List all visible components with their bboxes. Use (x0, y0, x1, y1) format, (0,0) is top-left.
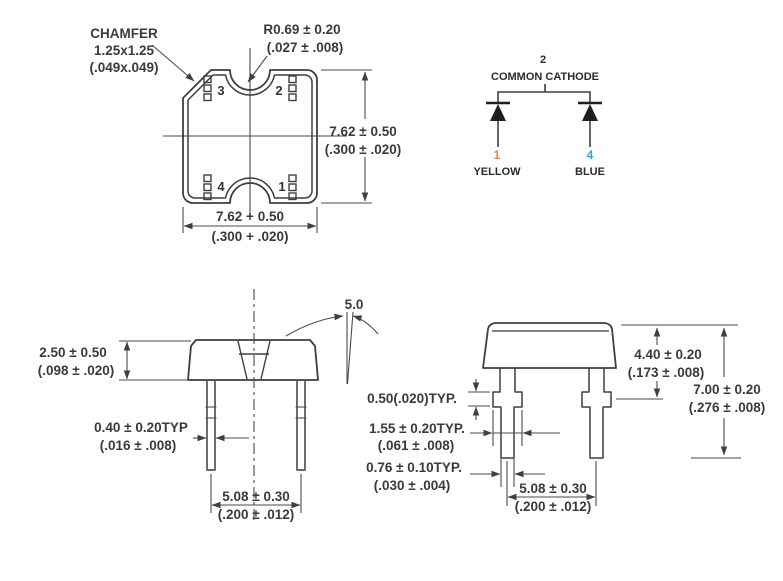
anode-4-number: 4 (587, 148, 594, 162)
top-view: 3 2 4 1 CHAMFER 1.25x1.25 (.049x.049) R0… (89, 22, 401, 244)
chamfer-label-line3: (.049x.049) (89, 60, 158, 75)
height-dim-mm: 7.62 ± 0.50 (329, 124, 396, 139)
side-view: 0.50(.020)TYP. 1.55 ± 0.20TYP. (.061 ± .… (366, 322, 765, 514)
side-pitch-mm: 5.08 ± 0.30 (519, 481, 586, 496)
draft-angle-value: 5.0 (345, 297, 364, 312)
front-view: 2.50 ± 0.50 (.098 ± .020) 5.0 0.40 ± 0.2… (38, 289, 379, 524)
chamfer-leader-line (151, 44, 195, 82)
side-pitch-in: (.200 ± .012) (515, 499, 591, 514)
front-body-height-dimension: 2.50 ± 0.50 (.098 ± .020) (38, 340, 191, 381)
common-cathode-label: COMMON CATHODE (491, 71, 599, 83)
tab-width-in: (.061 ± .008) (378, 438, 454, 453)
side-lead-right (581, 368, 612, 459)
radius-label-line1: R0.69 ± 0.20 (263, 22, 340, 37)
front-lead-pitch-dimension: 5.08 ± 0.30 (.200 ± .012) (210, 474, 302, 522)
front-pitch-mm: 5.08 ± 0.30 (222, 489, 289, 504)
front-leads (205, 381, 307, 471)
side-standoff-dimension: 0.50(.020)TYP. (367, 379, 490, 420)
overall-height-in: (.276 ± .008) (689, 400, 765, 415)
side-body-height-in: (.173 ± .008) (628, 365, 704, 380)
pin-4-label: 4 (217, 179, 225, 194)
schematic-pin2-label: 2 (540, 54, 546, 66)
tab-width-mm: 1.55 ± 0.20TYP. (369, 421, 465, 436)
top-view-height-dimension: 7.62 ± 0.50 (.300 ± .020) (321, 69, 401, 204)
side-body-height-mm: 4.40 ± 0.20 (634, 347, 701, 362)
side-lead-thickness-dimension: 0.76 ± 0.10TYP. (.030 ± .004) (366, 455, 545, 493)
chamfer-callout: CHAMFER 1.25x1.25 (.049x.049) (89, 26, 195, 82)
anode-4-color-label: BLUE (575, 166, 605, 178)
side-lead-left (492, 368, 523, 459)
standoff-label: 0.50(.020)TYP. (367, 391, 457, 406)
anode-1-number: 1 (494, 148, 501, 162)
front-pitch-in: (.200 ± .012) (218, 507, 294, 522)
radius-label-line2: (.027 ± .008) (267, 40, 343, 55)
diode-right (578, 101, 602, 147)
diode-left (486, 101, 510, 147)
radius-leader-line (247, 55, 268, 83)
front-body-outline (187, 339, 319, 381)
package-inner-outline (187, 74, 313, 199)
front-draft-angle: 5.0 (285, 297, 379, 385)
lead-width-mm: 0.40 ± 0.20TYP (94, 420, 188, 435)
width-dim-in: (.300 + .020) (212, 229, 289, 244)
top-view-width-dimension: 7.62 + 0.50 (.300 + .020) (182, 207, 318, 244)
schematic: 2 COMMON CATHODE 1 YELLOW 4 BLUE (473, 54, 605, 178)
overall-height-mm: 7.00 ± 0.20 (693, 382, 760, 397)
cathode-bus (497, 91, 591, 103)
chamfer-label-line1: CHAMFER (90, 26, 158, 41)
pin-3-label: 3 (217, 83, 224, 98)
package-outer-outline (182, 69, 318, 204)
lead-thickness-mm: 0.76 ± 0.10TYP. (366, 460, 462, 475)
bond-pads (203, 75, 297, 201)
notch-radius-callout: R0.69 ± 0.20 (.027 ± .008) (247, 22, 343, 83)
front-lead-width-dimension: 0.40 ± 0.20TYP (.016 ± .008) (94, 420, 249, 453)
width-dim-mm: 7.62 + 0.50 (216, 209, 284, 224)
anode-1-color-label: YELLOW (473, 166, 521, 178)
side-lead-pitch-dimension: 5.08 ± 0.30 (.200 ± .012) (506, 461, 597, 514)
lead-width-in: (.016 ± .008) (100, 438, 176, 453)
front-height-in: (.098 ± .020) (38, 363, 114, 378)
front-height-mm: 2.50 ± 0.50 (39, 345, 106, 360)
height-dim-in: (.300 ± .020) (325, 142, 401, 157)
side-body-outline (482, 322, 617, 369)
pin-1-label: 1 (278, 179, 285, 194)
chamfer-label-line2: 1.25x1.25 (94, 43, 155, 58)
side-tab-width-dimension: 1.55 ± 0.20TYP. (.061 ± .008) (369, 410, 560, 453)
lead-thickness-in: (.030 ± .004) (374, 478, 450, 493)
side-body-height-dimension: 4.40 ± 0.20 (.173 ± .008) (616, 324, 738, 400)
side-overall-height-dimension: 7.00 ± 0.20 (.276 ± .008) (689, 327, 765, 459)
front-reflector-notch (237, 340, 271, 380)
pin-2-label: 2 (275, 83, 282, 98)
